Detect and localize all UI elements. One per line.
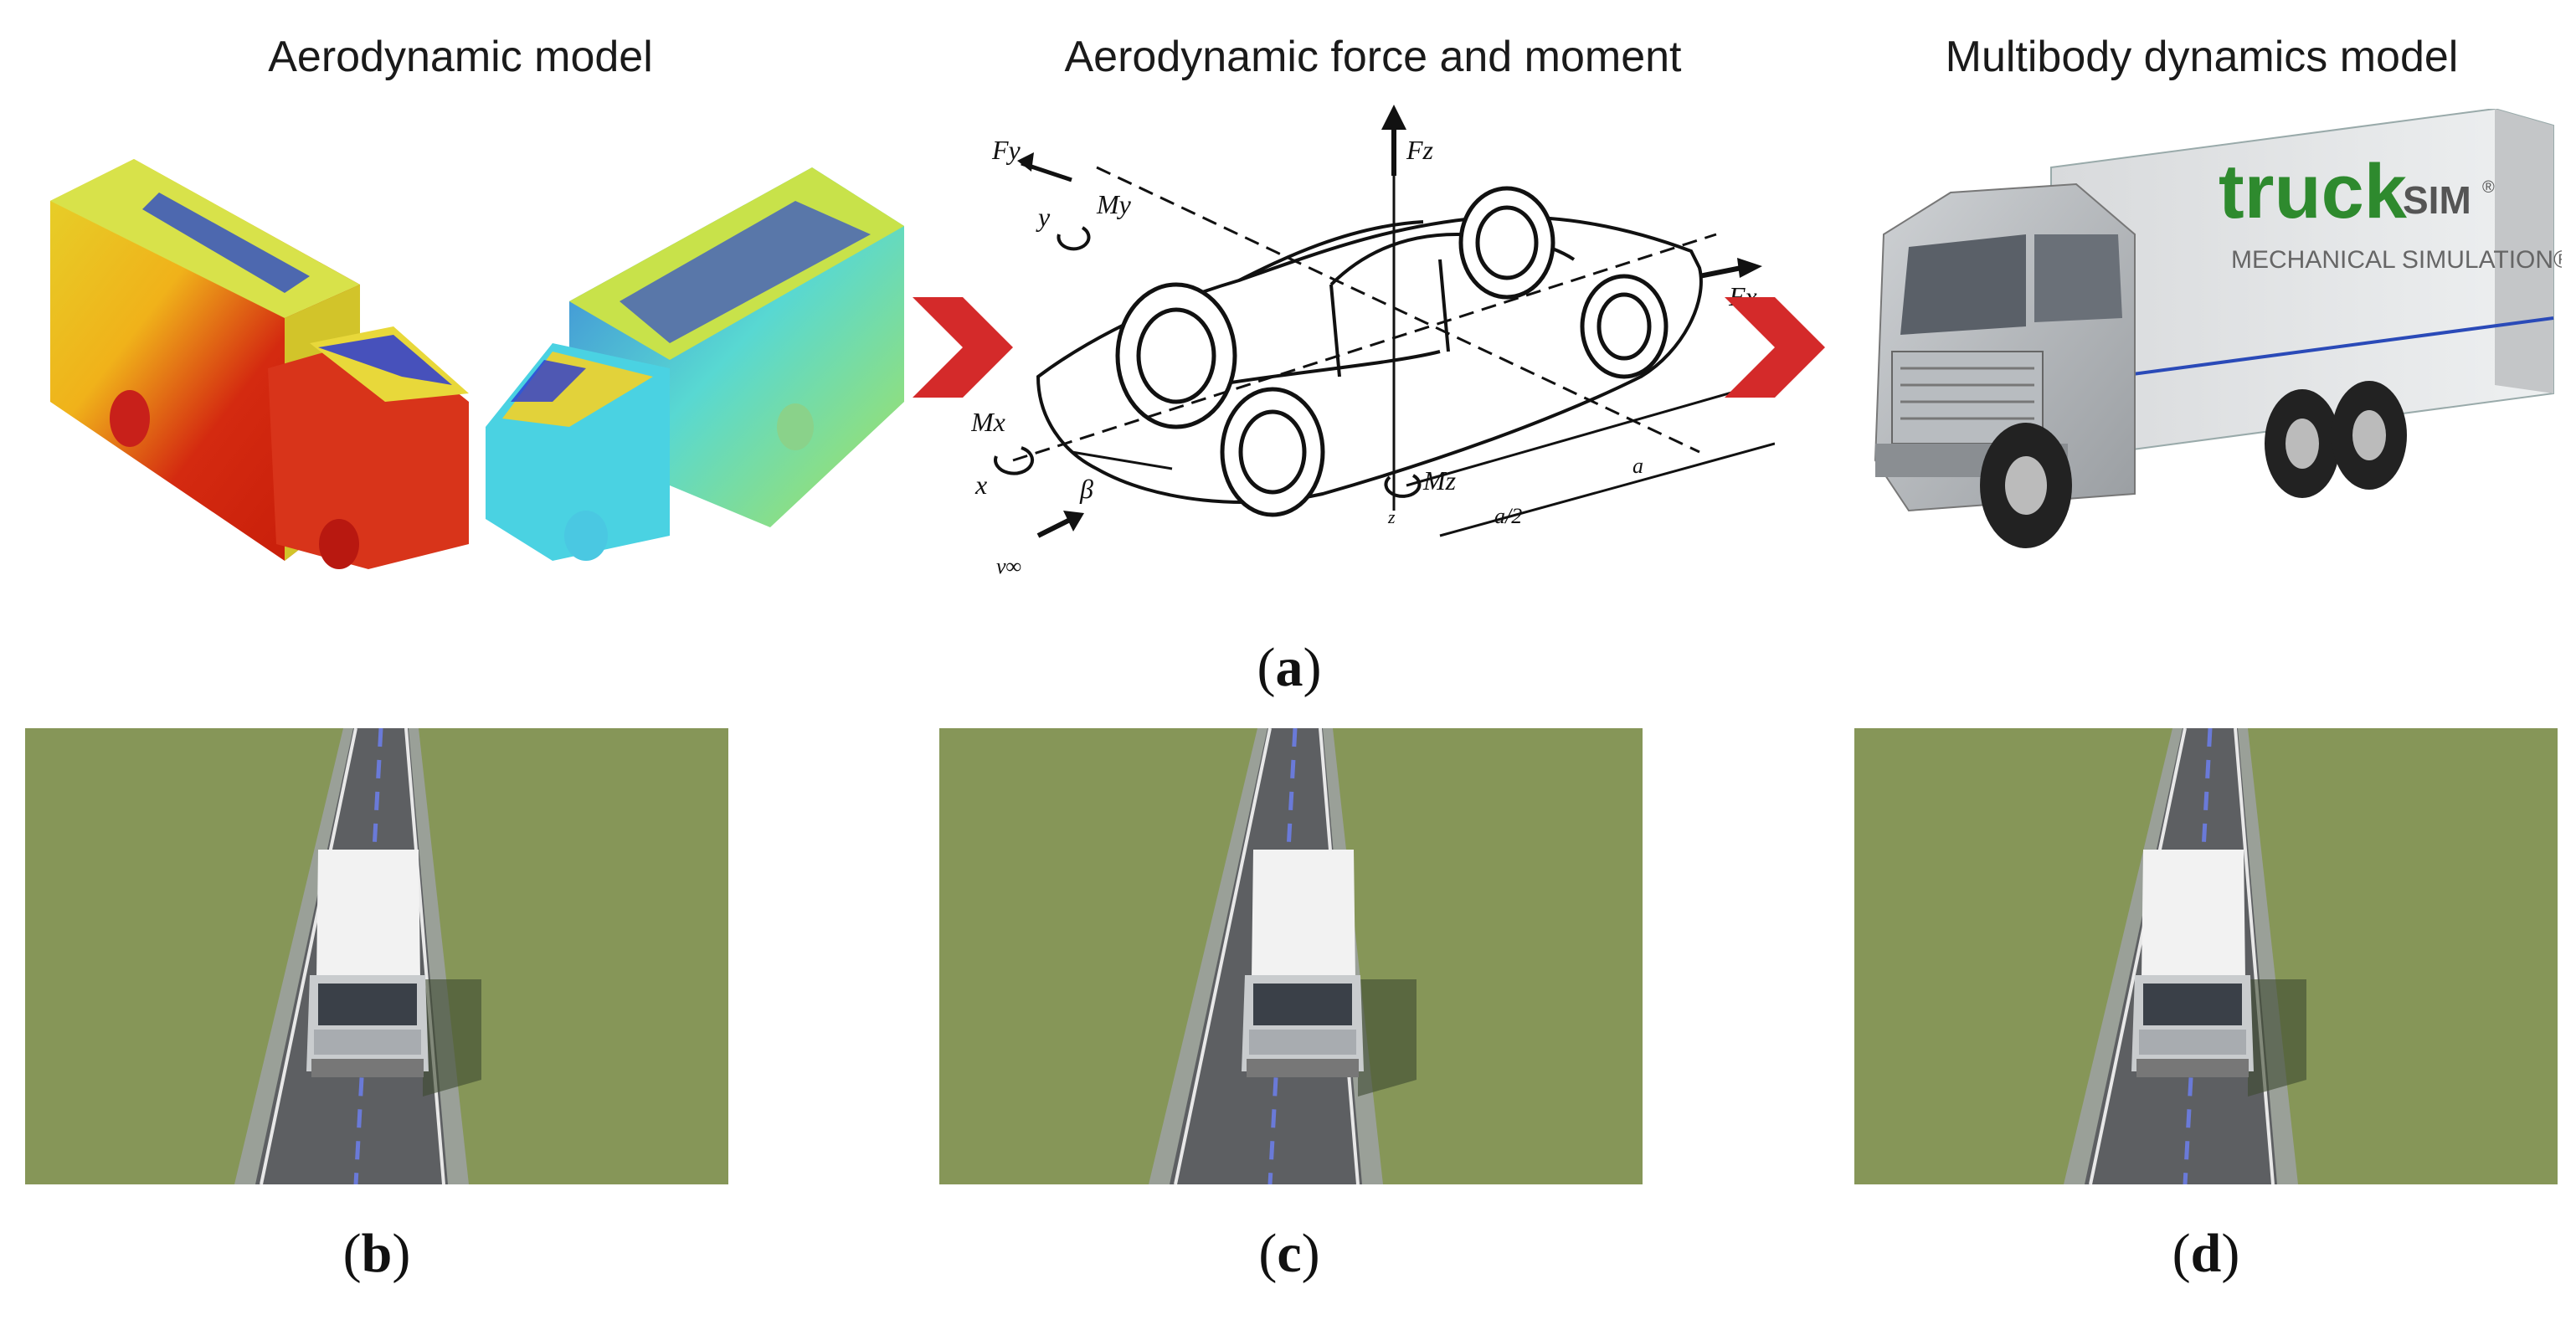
trucksim-logo-sim: SIM bbox=[2403, 178, 2471, 222]
label-a: a bbox=[1632, 454, 1643, 478]
trucksim-logo-tm: ® bbox=[2482, 178, 2495, 197]
panel-title-force-moment: Aerodynamic force and moment bbox=[1064, 33, 1682, 81]
trucksim-logo-truck: truck bbox=[2219, 149, 2408, 234]
force-moment-diagram: Fz Fy My y Fx Mx x β Mz z a/2 a v∞ bbox=[971, 100, 1775, 594]
multibody-truck-image: truck SIM ® MECHANICAL SIMULATION® bbox=[1859, 109, 2562, 552]
label-beta: β bbox=[1079, 474, 1093, 504]
label-v: v∞ bbox=[996, 554, 1021, 578]
subfigure-label-b: (b) bbox=[342, 1223, 411, 1284]
label-a2: a/2 bbox=[1494, 504, 1522, 528]
label-Fy: Fy bbox=[991, 135, 1021, 165]
simulation-scene-c bbox=[939, 728, 1643, 1184]
label-Mz: Mz bbox=[1422, 465, 1457, 496]
subfigure-label-d: (d) bbox=[2172, 1223, 2240, 1284]
label-Fz: Fz bbox=[1406, 135, 1434, 165]
subfigure-label-c: (c) bbox=[1258, 1223, 1320, 1284]
label-Mx: Mx bbox=[971, 407, 1005, 437]
trucksim-tagline: MECHANICAL SIMULATION® bbox=[2231, 246, 2562, 274]
simulation-scene-b bbox=[25, 728, 728, 1184]
subfigure-label-a: (a) bbox=[1257, 637, 1322, 698]
flow-arrow-1 bbox=[913, 297, 1021, 398]
label-y: y bbox=[1036, 202, 1051, 232]
panel-title-aerodynamic-model: Aerodynamic model bbox=[268, 33, 653, 81]
label-x: x bbox=[974, 470, 987, 500]
simulation-scene-d bbox=[1854, 728, 2558, 1184]
label-z: z bbox=[1387, 506, 1396, 527]
label-My: My bbox=[1096, 189, 1132, 219]
flow-arrow-2 bbox=[1725, 297, 1833, 398]
aerodynamic-model-image bbox=[33, 151, 904, 586]
panel-title-multibody: Multibody dynamics model bbox=[1945, 33, 2459, 81]
